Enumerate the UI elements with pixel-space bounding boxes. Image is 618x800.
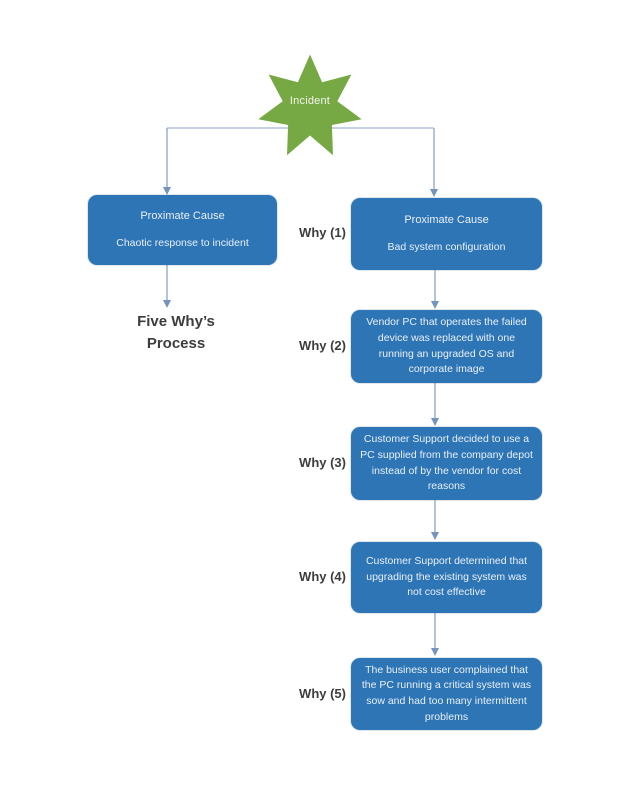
proximate-cause-left-box: Proximate Cause Chaotic response to inci… bbox=[88, 195, 277, 265]
incident-star-label: Incident bbox=[289, 95, 331, 107]
why-2-box: Vendor PC that operates the failed devic… bbox=[351, 310, 542, 383]
process-label-line2: Process bbox=[146, 334, 206, 352]
five-whys-process-label: Five Why’s Process bbox=[111, 311, 241, 355]
why-1-box-title: Proximate Cause bbox=[404, 214, 489, 227]
why-4-label: Why (4) bbox=[299, 569, 346, 584]
chain-arrowhead-3 bbox=[431, 532, 439, 540]
right-drop-arrowhead bbox=[430, 189, 438, 197]
chain-arrowhead-4 bbox=[431, 648, 439, 656]
left-drop-arrowhead bbox=[163, 187, 171, 195]
why-1-box: Proximate Cause Bad system configuration bbox=[351, 198, 542, 270]
why-1-box-body: Bad system configuration bbox=[387, 240, 506, 253]
why-5-label: Why (5) bbox=[299, 686, 346, 701]
why-4-box: Customer Support determined that upgradi… bbox=[351, 542, 542, 613]
why-3-label: Why (3) bbox=[299, 455, 346, 470]
incident-star-shape bbox=[258, 54, 362, 156]
why-2-label: Why (2) bbox=[299, 338, 346, 353]
proximate-cause-left-body: Chaotic response to incident bbox=[116, 236, 249, 249]
why-5-box-body: The business user complained that the PC… bbox=[361, 663, 532, 723]
why-2-box-body: Vendor PC that operates the failed devic… bbox=[366, 316, 527, 376]
why-3-box-body: Customer Support decided to use a PC sup… bbox=[360, 433, 533, 493]
process-arrowhead bbox=[163, 300, 171, 308]
chain-arrowhead-2 bbox=[431, 418, 439, 426]
why-1-label: Why (1) bbox=[299, 225, 346, 240]
proximate-cause-left-title: Proximate Cause bbox=[140, 210, 225, 223]
why-4-box-body: Customer Support determined that upgradi… bbox=[365, 554, 528, 599]
chain-arrowhead-1 bbox=[431, 301, 439, 309]
why-5-box: The business user complained that the PC… bbox=[351, 658, 542, 730]
why-3-box: Customer Support decided to use a PC sup… bbox=[351, 427, 542, 500]
process-label-line1: Five Why’s bbox=[137, 313, 215, 330]
